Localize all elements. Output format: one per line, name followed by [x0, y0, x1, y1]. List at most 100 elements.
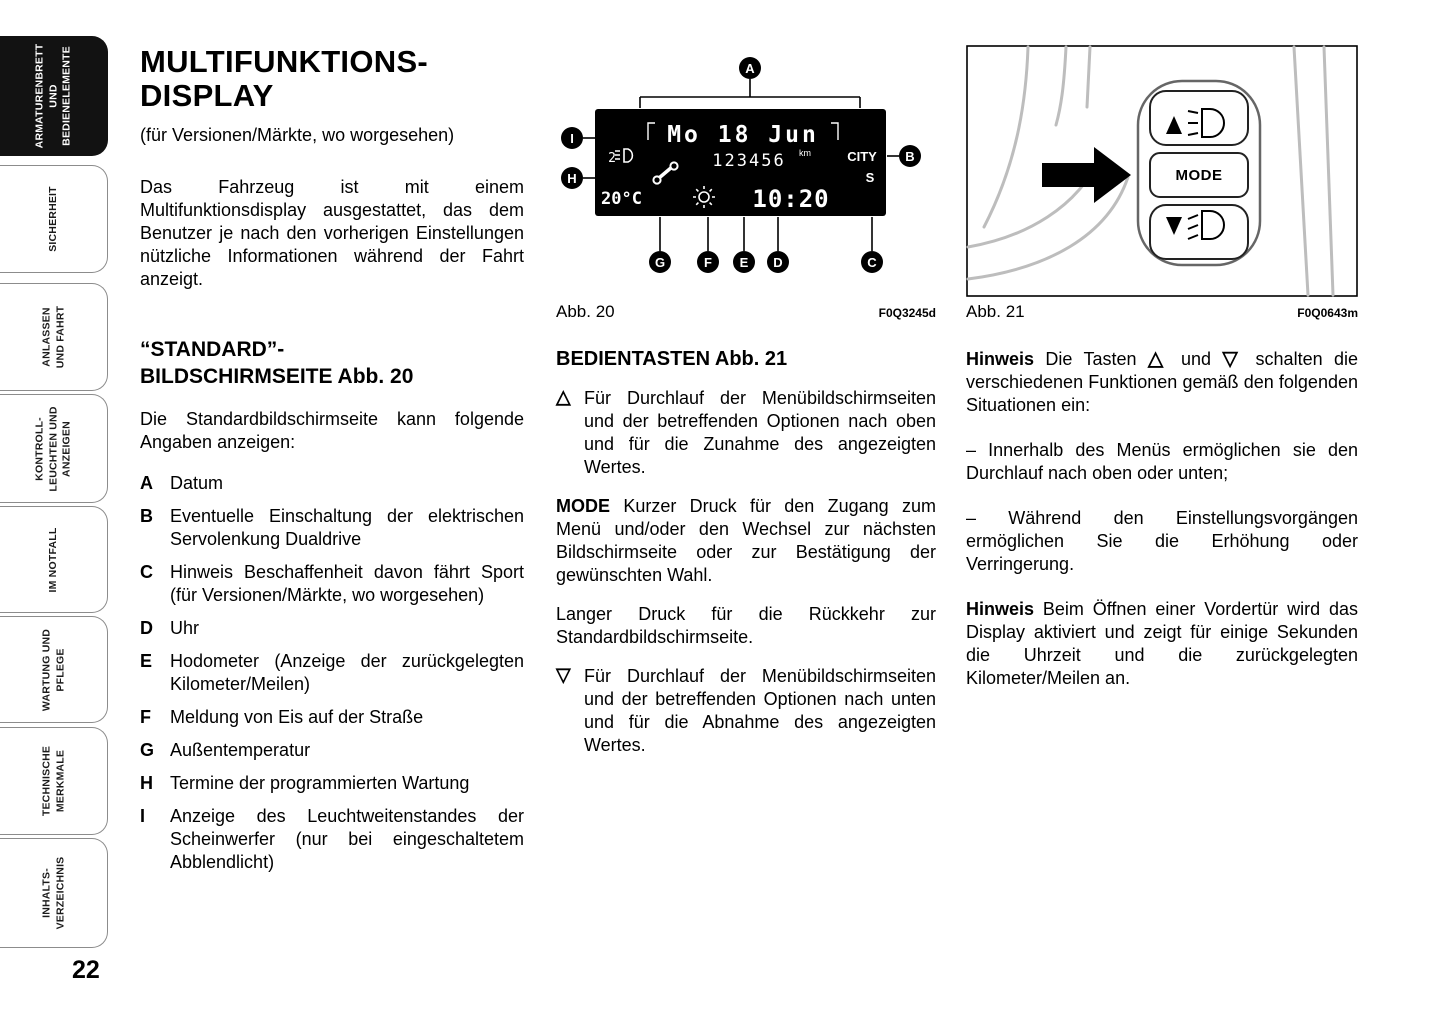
callout-leader-lines	[583, 79, 899, 251]
headlight-down-button	[1149, 204, 1249, 260]
svg-text:G: G	[655, 255, 665, 270]
lcd-date: Mo 18 Jun	[667, 122, 819, 148]
callout-a: A	[739, 57, 761, 79]
lcd-odometer: 123456	[712, 151, 785, 171]
frost-warning-icon	[693, 186, 715, 208]
mode-button: MODE	[1149, 152, 1249, 198]
figure-21: MODE Abb. 21 F0Q0643m	[966, 45, 1358, 322]
title-note: (für Versionen/Märkte, wo worgesehen)	[140, 125, 455, 146]
notes-column: MODE Abb. 21 F0Q0643m Hinweis Die Tasten…	[966, 45, 1358, 690]
svg-text:H: H	[567, 171, 576, 186]
item-key: E	[140, 651, 153, 672]
callout-e: E	[733, 251, 755, 273]
list-item: D Uhr	[140, 617, 524, 640]
intro-paragraph: Das Fahrzeug ist mit einem Multifunktion…	[140, 177, 524, 290]
lcd-outside-temperature: 20°C	[601, 189, 642, 209]
list-item: I Anzeige des Leuchtweitenstandes der Sc…	[140, 805, 524, 874]
sidebar-tab-label: ANLASSEN UND FAHRT	[39, 305, 66, 369]
item-key: C	[140, 562, 153, 582]
lcd-odometer-unit: km	[799, 148, 811, 158]
item-key: F	[140, 707, 151, 728]
mode-label: MODE	[556, 496, 610, 517]
headlight-beam-up-icon	[1187, 108, 1225, 138]
figure-code: F0Q3245d	[878, 306, 936, 320]
note-buttons-paragraph: Hinweis Die Tasten △ und ▽ schalten die …	[966, 348, 1358, 417]
sidebar-tab-kontrollleuchten: KONTROLL- LEUCHTEN UND ANZEIGEN	[0, 394, 108, 503]
item-text: Termine der programmierten Wartung	[170, 773, 470, 794]
mode-button-paragraph: MODE Kurzer Druck für den Zugang zum Men…	[556, 495, 936, 587]
sidebar-tab-sicherheit: SICHERHEIT	[0, 165, 108, 273]
lcd-city-indicator: CITY	[847, 149, 877, 164]
display-items-list: A Datum B Eventuelle Einschaltung der el…	[140, 472, 524, 874]
item-text: Hodometer (Anzeige der zurückgelegten Ki…	[170, 651, 524, 695]
sidebar-tab-label: INHALTS- VERZEICHNIS	[39, 856, 66, 930]
mode-button-label: MODE	[1176, 167, 1223, 184]
svg-text:D: D	[773, 255, 782, 270]
standard-section-intro: Die Standardbildschirmseite kann folgend…	[140, 408, 524, 452]
figure-caption: Abb. 21	[966, 302, 1025, 321]
sidebar-tab-label: ARMATURENBRETT UND BEDIENELEMENTE	[33, 43, 73, 149]
item-key: B	[140, 505, 153, 526]
triangle-down-symbol: ▽	[556, 665, 571, 687]
bullet-menu-scroll: – Innerhalb des Menüs ermöglichen sie de…	[966, 440, 1358, 484]
list-item: F Meldung von Eis auf der Straße	[140, 706, 524, 729]
sidebar-tab-notfall: IM NOTFALL	[0, 506, 108, 613]
pointer-arrow	[1042, 147, 1131, 203]
control-pod: MODE	[1136, 79, 1262, 267]
sidebar-tab-armaturenbrett: ARMATURENBRETT UND BEDIENELEMENTE	[0, 36, 108, 156]
list-item: H Termine der programmierten Wartung	[140, 772, 524, 795]
item-text: Datum	[170, 472, 224, 493]
triangle-up-symbol: △	[556, 387, 571, 408]
sidebar-tab-label: KONTROLL- LEUCHTEN UND ANZEIGEN	[33, 405, 73, 492]
item-key: I	[140, 806, 146, 827]
item-text: Uhr	[170, 618, 200, 639]
sidebar-tab-technische-merkmale: TECHNISCHE MERKMALE	[0, 727, 108, 835]
callout-d: D	[767, 251, 789, 273]
hinweis-label: Hinweis	[966, 599, 1035, 620]
sidebar-tab-label: IM NOTFALL	[46, 527, 59, 592]
list-item: C Hinweis Beschaffenheit davon fährt Spo…	[140, 561, 524, 607]
up-button-text: Für Durchlauf der Menübildschirmseiten u…	[584, 388, 936, 478]
list-item: G Außentemperatur	[140, 739, 524, 762]
controls-heading: BEDIENTASTEN Abb. 21	[556, 348, 788, 370]
figure-20: Mo 18 Jun 2 123456 km CITY S 20°C	[556, 45, 936, 322]
hinweis-label: Hinweis	[966, 349, 1035, 369]
callout-g: G	[649, 251, 671, 273]
item-key: D	[140, 618, 153, 639]
lcd-content: Mo 18 Jun 2 123456 km CITY S 20°C	[601, 122, 877, 213]
sidebar-tab-label: TECHNISCHE MERKMALE	[39, 745, 66, 817]
callout-i: I	[561, 127, 583, 149]
note1-post: schalten die verschiedenen Funktionen ge…	[966, 349, 1358, 416]
note1-mid: und	[1181, 349, 1212, 369]
list-item: A Datum	[140, 472, 524, 495]
triangle-down-symbol: ▽	[1222, 348, 1245, 370]
mode-long-press-paragraph: Langer Druck für die Rückkehr zur Standa…	[556, 604, 936, 648]
item-text: Anzeige des Leuchtweitenstandes der Sche…	[170, 806, 524, 873]
note1-pre: Die Tasten	[1045, 349, 1137, 369]
mode-text: Kurzer Druck für den Zugang zum Menü und…	[556, 496, 936, 586]
note-door-open-paragraph: Hinweis Beim Öffnen einer Vordertür wird…	[966, 598, 1358, 690]
svg-text:E: E	[740, 255, 749, 270]
list-item: B Eventuelle Einschaltung der elektrisch…	[140, 505, 524, 551]
headlight-up-button	[1149, 90, 1249, 146]
item-text: Hinweis Beschaffenheit davon fährt Sport…	[170, 562, 524, 606]
steering-column-controls-figure: MODE	[966, 45, 1358, 297]
figure-21-caption-row: Abb. 21 F0Q0643m	[966, 302, 1358, 322]
controls-column: Mo 18 Jun 2 123456 km CITY S 20°C	[556, 45, 936, 773]
sidebar-tab-anlassen: ANLASSEN UND FAHRT	[0, 283, 108, 391]
headlight-level-icon	[615, 148, 634, 163]
svg-text:C: C	[867, 255, 877, 270]
svg-text:B: B	[905, 149, 914, 164]
callout-b: B	[899, 145, 921, 167]
page-number: 22	[72, 956, 100, 984]
sidebar-tab-inhaltsverzeichnis: INHALTS- VERZEICHNIS	[0, 838, 108, 948]
sidebar-tab-wartung: WARTUNG UND PFLEGE	[0, 616, 108, 723]
sidebar-tab-label: WARTUNG UND PFLEGE	[39, 628, 66, 711]
lcd-screen	[595, 109, 886, 216]
sidebar-tab-label: SICHERHEIT	[46, 186, 59, 252]
callout-h: H	[561, 167, 583, 189]
item-key: A	[140, 472, 153, 493]
headlight-beam-down-icon	[1187, 210, 1225, 240]
down-button-text: Für Durchlauf der Menübildschirmseiten u…	[584, 666, 936, 756]
callout-f: F	[697, 251, 719, 273]
